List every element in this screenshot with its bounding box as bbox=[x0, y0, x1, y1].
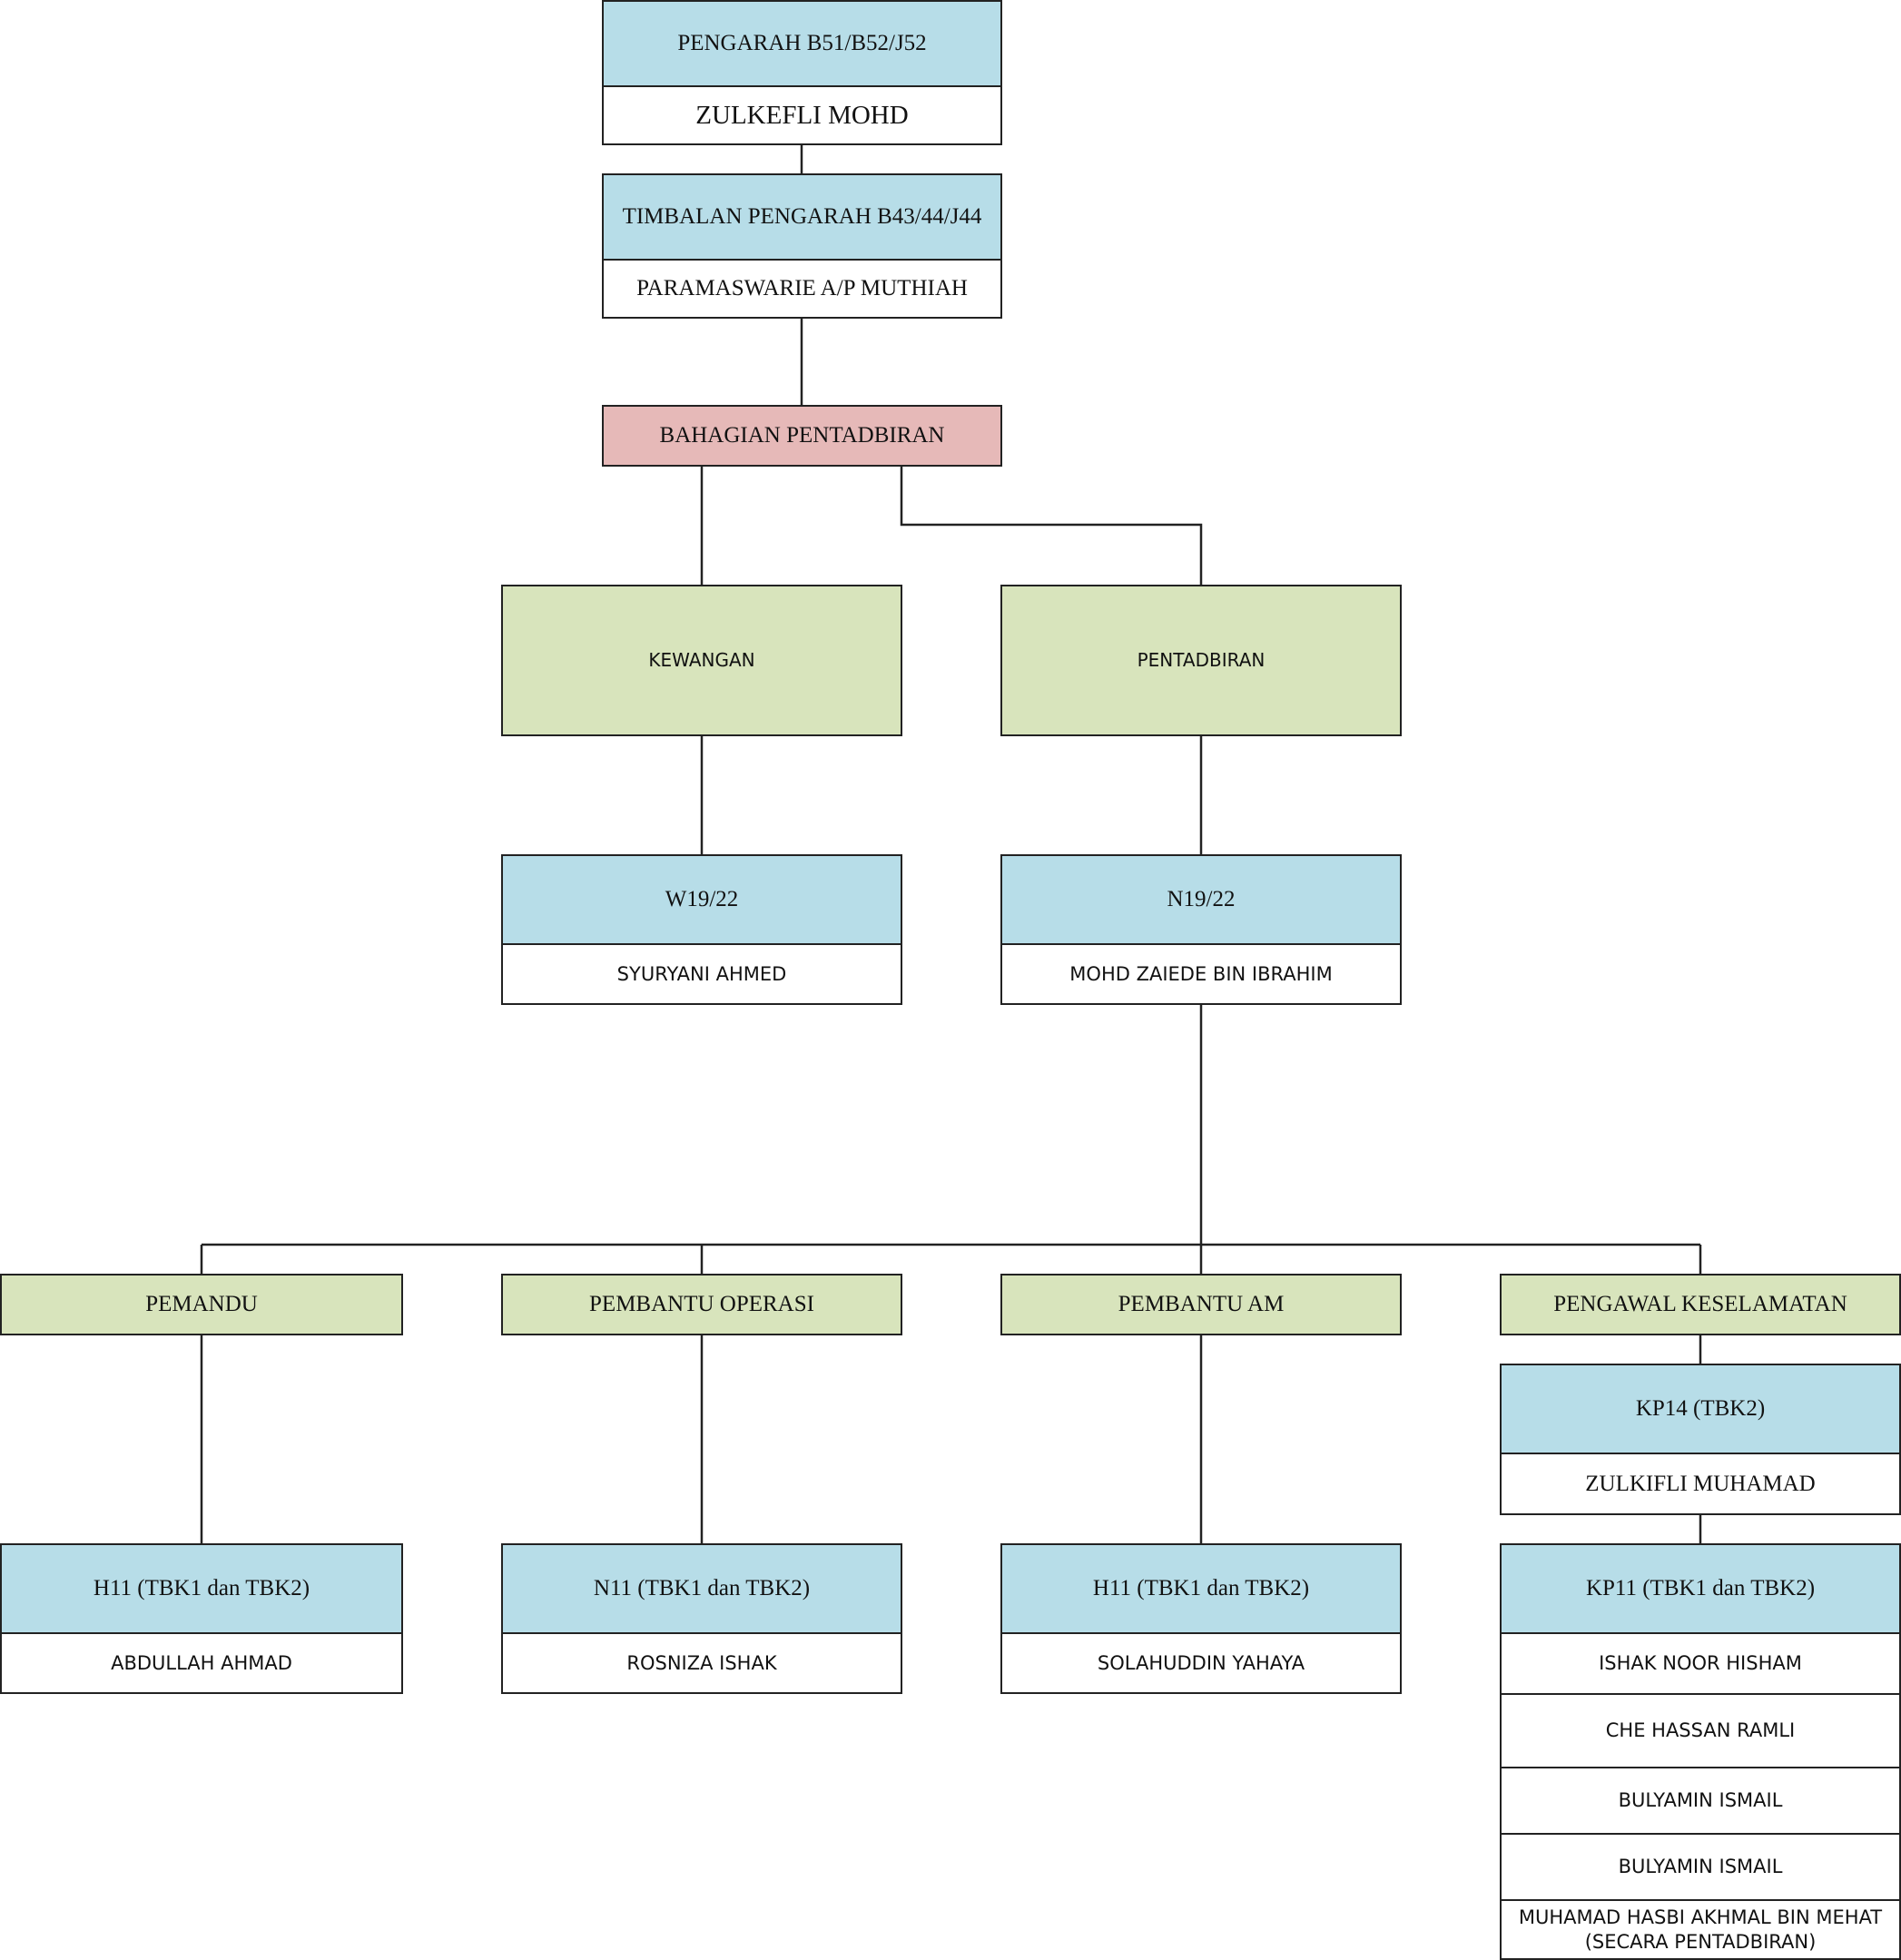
director-title-box: PENGARAH B51/B52/J52 bbox=[602, 0, 1002, 87]
pengawal-title: PENGAWAL KESELAMATAN bbox=[1553, 1292, 1847, 1317]
kewangan-grade: W19/22 bbox=[665, 887, 739, 912]
guard-name-box: ISHAK NOOR HISHAM bbox=[1500, 1632, 1901, 1695]
pengawal-supervisor-grade-box: KP14 (TBK2) bbox=[1500, 1364, 1901, 1454]
guard-name-box: BULYAMIN ISMAIL bbox=[1500, 1767, 1901, 1835]
division-title: BAHAGIAN PENTADBIRAN bbox=[659, 423, 945, 448]
pembantu-am-grade: H11 (TBK1 dan TBK2) bbox=[1092, 1576, 1310, 1601]
deputy-name-box: PARAMASWARIE A/P MUTHIAH bbox=[602, 259, 1002, 319]
pentadbiran-name-box: MOHD ZAIEDE BIN IBRAHIM bbox=[1000, 943, 1402, 1005]
kewangan-name: SYURYANI AHMED bbox=[616, 962, 787, 985]
pembantu-am-name: SOLAHUDDIN YAHAYA bbox=[1097, 1651, 1305, 1674]
pengawal-supervisor-name: ZULKIFLI MUHAMAD bbox=[1585, 1471, 1816, 1496]
pembantu-am-title: PEMBANTU AM bbox=[1118, 1292, 1285, 1317]
pemandu-box: PEMANDU bbox=[0, 1274, 403, 1335]
pembantu-operasi-name-box: ROSNIZA ISHAK bbox=[501, 1632, 902, 1694]
guard-name-last-line1: MUHAMAD HASBI AKHMAL BIN MEHAT bbox=[1518, 1906, 1883, 1929]
pengawal-guard-grade-box: KP11 (TBK1 dan TBK2) bbox=[1500, 1543, 1901, 1634]
director-title: PENGARAH B51/B52/J52 bbox=[677, 31, 927, 56]
pentadbiran-grade-box: N19/22 bbox=[1000, 854, 1402, 945]
deputy-name: PARAMASWARIE A/P MUTHIAH bbox=[636, 276, 968, 301]
pentadbiran-box: PENTADBIRAN bbox=[1000, 585, 1402, 736]
guard-name-box-last: MUHAMAD HASBI AKHMAL BIN MEHAT (SECARA P… bbox=[1500, 1899, 1901, 1960]
pemandu-grade: H11 (TBK1 dan TBK2) bbox=[93, 1576, 310, 1601]
pembantu-operasi-grade: N11 (TBK1 dan TBK2) bbox=[593, 1576, 811, 1601]
guard-name: BULYAMIN ISMAIL bbox=[1618, 1789, 1783, 1812]
kewangan-name-box: SYURYANI AHMED bbox=[501, 943, 902, 1005]
deputy-title-box: TIMBALAN PENGARAH B43/44/J44 bbox=[602, 173, 1002, 261]
pengawal-box: PENGAWAL KESELAMATAN bbox=[1500, 1274, 1901, 1335]
pemandu-grade-box: H11 (TBK1 dan TBK2) bbox=[0, 1543, 403, 1634]
pembantu-am-box: PEMBANTU AM bbox=[1000, 1274, 1402, 1335]
pemandu-title: PEMANDU bbox=[145, 1292, 258, 1317]
kewangan-box: KEWANGAN bbox=[501, 585, 902, 736]
pemandu-name-box: ABDULLAH AHMAD bbox=[0, 1632, 403, 1694]
pembantu-operasi-title: PEMBANTU OPERASI bbox=[589, 1292, 814, 1317]
kewangan-title: KEWANGAN bbox=[648, 649, 755, 671]
pembantu-am-grade-box: H11 (TBK1 dan TBK2) bbox=[1000, 1543, 1402, 1634]
pembantu-operasi-name: ROSNIZA ISHAK bbox=[626, 1651, 777, 1674]
pengawal-supervisor-grade: KP14 (TBK2) bbox=[1635, 1396, 1766, 1422]
division-box: BAHAGIAN PENTADBIRAN bbox=[602, 405, 1002, 467]
kewangan-grade-box: W19/22 bbox=[501, 854, 902, 945]
guard-name-box: BULYAMIN ISMAIL bbox=[1500, 1833, 1901, 1901]
pembantu-operasi-grade-box: N11 (TBK1 dan TBK2) bbox=[501, 1543, 902, 1634]
pembantu-operasi-box: PEMBANTU OPERASI bbox=[501, 1274, 902, 1335]
pengawal-supervisor-name-box: ZULKIFLI MUHAMAD bbox=[1500, 1453, 1901, 1515]
pembantu-am-name-box: SOLAHUDDIN YAHAYA bbox=[1000, 1632, 1402, 1694]
connector-division-pentadbiran bbox=[900, 465, 1203, 586]
pentadbiran-title: PENTADBIRAN bbox=[1137, 649, 1266, 671]
director-name: ZULKEFLI MOHD bbox=[695, 100, 909, 130]
guard-name: CHE HASSAN RAMLI bbox=[1605, 1719, 1796, 1742]
pemandu-name: ABDULLAH AHMAD bbox=[111, 1651, 292, 1674]
deputy-title: TIMBALAN PENGARAH B43/44/J44 bbox=[622, 204, 982, 230]
guard-name: BULYAMIN ISMAIL bbox=[1618, 1856, 1783, 1878]
pentadbiran-name: MOHD ZAIEDE BIN IBRAHIM bbox=[1069, 962, 1333, 985]
pengawal-guard-grade: KP11 (TBK1 dan TBK2) bbox=[1585, 1576, 1816, 1601]
guard-name-box: CHE HASSAN RAMLI bbox=[1500, 1693, 1901, 1768]
guard-name: ISHAK NOOR HISHAM bbox=[1599, 1652, 1802, 1675]
guard-name-last-line2: (SECARA PENTADBIRAN) bbox=[1584, 1930, 1817, 1953]
pentadbiran-grade: N19/22 bbox=[1167, 887, 1236, 912]
director-name-box: ZULKEFLI MOHD bbox=[602, 85, 1002, 145]
